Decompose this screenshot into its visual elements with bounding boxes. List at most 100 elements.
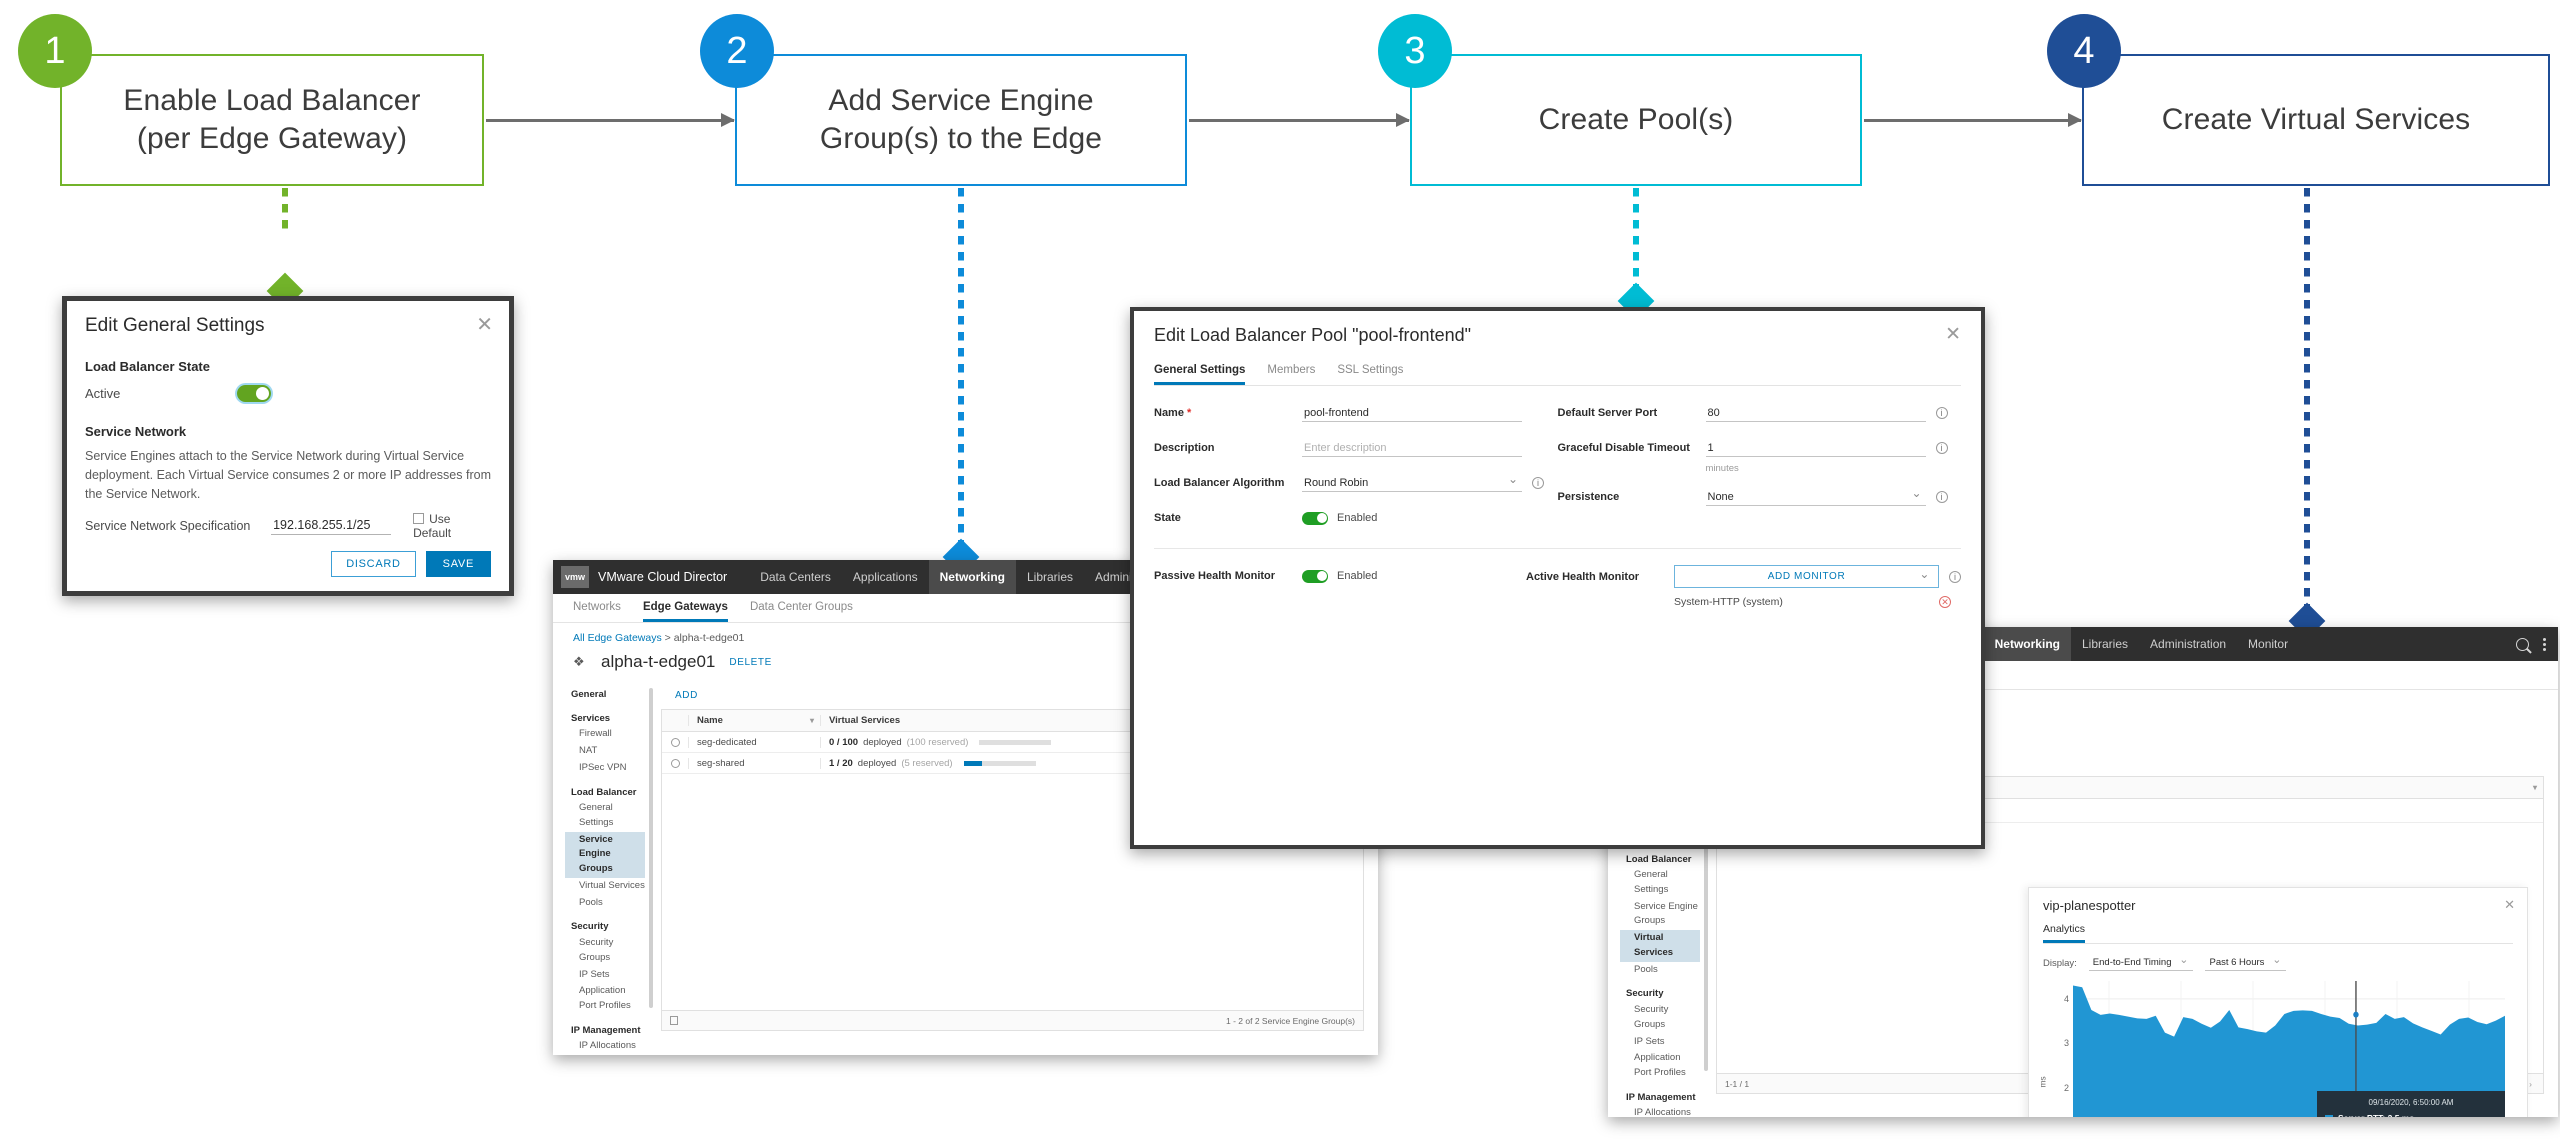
tab-members[interactable]: Members (1267, 364, 1316, 376)
metric-select[interactable]: End-to-End Timing (2088, 953, 2194, 971)
row-progress-bar (963, 760, 1036, 766)
tab-ssl-settings[interactable]: SSL Settings (1337, 364, 1404, 376)
sidebar-item-security-groups[interactable]: Security Groups (579, 937, 614, 963)
use-default-checkbox[interactable]: Use Default (413, 512, 491, 540)
info-icon[interactable]: i (1935, 407, 1948, 419)
flyout-tabs: Analytics (2043, 923, 2513, 944)
step-box-2: Add Service Engine Group(s) to the Edge (735, 54, 1187, 186)
tab-analytics[interactable]: Analytics (2043, 923, 2086, 943)
info-icon[interactable]: i (1532, 477, 1544, 489)
spec-label: Service Network Specification (85, 519, 251, 534)
monitor-name: System-HTTP (system) (1674, 596, 1783, 608)
chart-point-total (2353, 1011, 2359, 1018)
nav-networking[interactable]: Networking (928, 560, 1016, 594)
sidebar-group-general[interactable]: General (571, 689, 607, 700)
sidebar-item-pools[interactable]: Pools (579, 896, 603, 908)
info-icon[interactable]: i (1935, 442, 1948, 454)
service-network-spec-input[interactable] (271, 517, 392, 536)
passive-toggle[interactable] (1302, 569, 1328, 583)
breadcrumb-current: alpha-t-edge01 (673, 632, 745, 644)
row-deployed-word: deployed (857, 757, 897, 769)
service-network-heading: Service Network (85, 424, 187, 439)
active-toggle[interactable] (237, 385, 271, 402)
name-input[interactable] (1302, 404, 1522, 422)
nav-data-centers[interactable]: Data Centers (760, 570, 831, 584)
info-icon[interactable]: i (1949, 570, 1961, 583)
info-icon[interactable]: i (1935, 491, 1948, 503)
discard-button[interactable]: DISCARD (331, 551, 416, 577)
time-range-select[interactable]: Past 6 Hours (2205, 953, 2287, 971)
sidebar-item-ip-sets[interactable]: IP Sets (579, 968, 610, 980)
sidebar-item-security-groups[interactable]: Security Groups (1634, 1004, 1669, 1030)
step-3-number: 3 (1404, 29, 1426, 72)
nav-applications[interactable]: Applications (852, 570, 918, 584)
filter-icon[interactable]: ▾ (2532, 783, 2537, 792)
field-graceful-disable-timeout: Graceful Disable Timeout i (1558, 437, 1962, 459)
nav-networking[interactable]: Networking (1983, 627, 2071, 661)
filter-icon[interactable]: ▾ (809, 716, 814, 725)
tab-general-settings[interactable]: General Settings (1154, 364, 1246, 385)
sidebar-scrollbar[interactable] (649, 688, 653, 1008)
tab-networks[interactable]: Networks (573, 601, 621, 613)
sidebar-item-general-settings[interactable]: General Settings (1634, 869, 1669, 896)
state-label: State (1154, 512, 1181, 524)
close-icon[interactable]: ✕ (1945, 324, 1961, 345)
health-monitor-grid: Passive Health Monitor Enabled Active He… (1154, 565, 1961, 608)
sidebar-item-service-engine-groups[interactable]: Service Engine Groups (1634, 900, 1698, 927)
sidebar-item-general-settings[interactable]: General Settings (579, 802, 614, 829)
algorithm-label: Load Balancer Algorithm (1154, 477, 1285, 489)
algorithm-select[interactable]: Round Robin (1302, 475, 1522, 492)
sidebar-item-ip-allocations[interactable]: IP Allocations (1634, 1107, 1691, 1117)
nav-monitor[interactable]: Monitor (2248, 637, 2289, 651)
sidebar-item-virtual-services[interactable]: Virtual Services (1620, 930, 1700, 962)
sidebar-item-application-port-profiles[interactable]: Application Port Profiles (1634, 1052, 1686, 1078)
add-button[interactable]: ADD (675, 690, 698, 701)
search-icon[interactable] (2516, 637, 2529, 651)
field-name: Name * (1154, 402, 1558, 424)
page-size-icon[interactable] (670, 1016, 678, 1025)
sidebar-item-ip-sets[interactable]: IP Sets (1634, 1035, 1665, 1047)
state-toggle[interactable] (1302, 511, 1328, 525)
y-tick-4: 4 (2063, 993, 2069, 1004)
y-tick-3: 3 (2063, 1038, 2069, 1049)
breadcrumb-all-edge-gateways[interactable]: All Edge Gateways (573, 632, 662, 644)
tab-data-center-groups[interactable]: Data Center Groups (749, 601, 853, 613)
description-label: Description (1154, 442, 1215, 454)
field-passive-health-monitor: Passive Health Monitor Enabled (1154, 565, 1526, 587)
kebab-menu-icon[interactable] (2543, 637, 2546, 651)
analytics-chart: 01234 ms 03 AM04 AM05 AM06 AM07 AM08 AM … (2038, 981, 2513, 1117)
persistence-select[interactable]: None (1705, 489, 1926, 506)
nav-libraries[interactable]: Libraries (1026, 570, 1074, 584)
close-icon[interactable]: ✕ (2504, 897, 2515, 912)
close-icon[interactable]: ✕ (476, 314, 493, 336)
sidebar-item-pools[interactable]: Pools (1634, 963, 1658, 975)
sidebar-item-ip-allocations[interactable]: IP Allocations (579, 1040, 636, 1052)
sidebar-item-application-port-profiles[interactable]: Application Port Profiles (579, 985, 631, 1011)
description-input[interactable] (1302, 439, 1522, 457)
connector-2 (958, 188, 964, 554)
sidebar-scrollbar[interactable] (1704, 755, 1708, 1071)
row-radio[interactable] (662, 758, 688, 768)
breadcrumb: All Edge Gateways > alpha-t-edge01 (553, 623, 1378, 644)
sidebar-group-ip-management: IP Management (1626, 1091, 1696, 1103)
sidebar-item-nat[interactable]: NAT (579, 745, 598, 757)
nav-administration[interactable]: Administration (2150, 637, 2227, 651)
port-input[interactable] (1705, 404, 1926, 422)
add-monitor-button[interactable]: ADD MONITOR (1674, 565, 1939, 588)
sidebar-item-service-engine-groups[interactable]: Service Engine Groups (565, 831, 645, 878)
sidebar-item-firewall[interactable]: Firewall (579, 728, 612, 740)
remove-icon[interactable]: ✕ (1939, 596, 1951, 608)
top-nav-icons (2516, 637, 2558, 651)
dialog-button-row: DISCARD SAVE (331, 551, 491, 577)
sidebar-item-virtual-services[interactable]: Virtual Services (579, 879, 645, 891)
delete-button[interactable]: DELETE (729, 656, 772, 668)
timeout-input[interactable] (1705, 439, 1926, 457)
sidebar-item-ipsec-vpn[interactable]: IPSec VPN (579, 761, 627, 773)
pool-right-column: Default Server Port i Graceful Disable T… (1558, 402, 1962, 542)
nav-libraries[interactable]: Libraries (2081, 637, 2129, 651)
save-button[interactable]: SAVE (425, 551, 491, 577)
row-radio[interactable] (662, 737, 688, 747)
table-row[interactable]: seg-shared 1 / 20 deployed (5 reserved) (662, 753, 1363, 774)
tab-edge-gateways[interactable]: Edge Gateways (642, 601, 728, 622)
table-row[interactable]: seg-dedicated 0 / 100 deployed (100 rese… (662, 732, 1363, 753)
